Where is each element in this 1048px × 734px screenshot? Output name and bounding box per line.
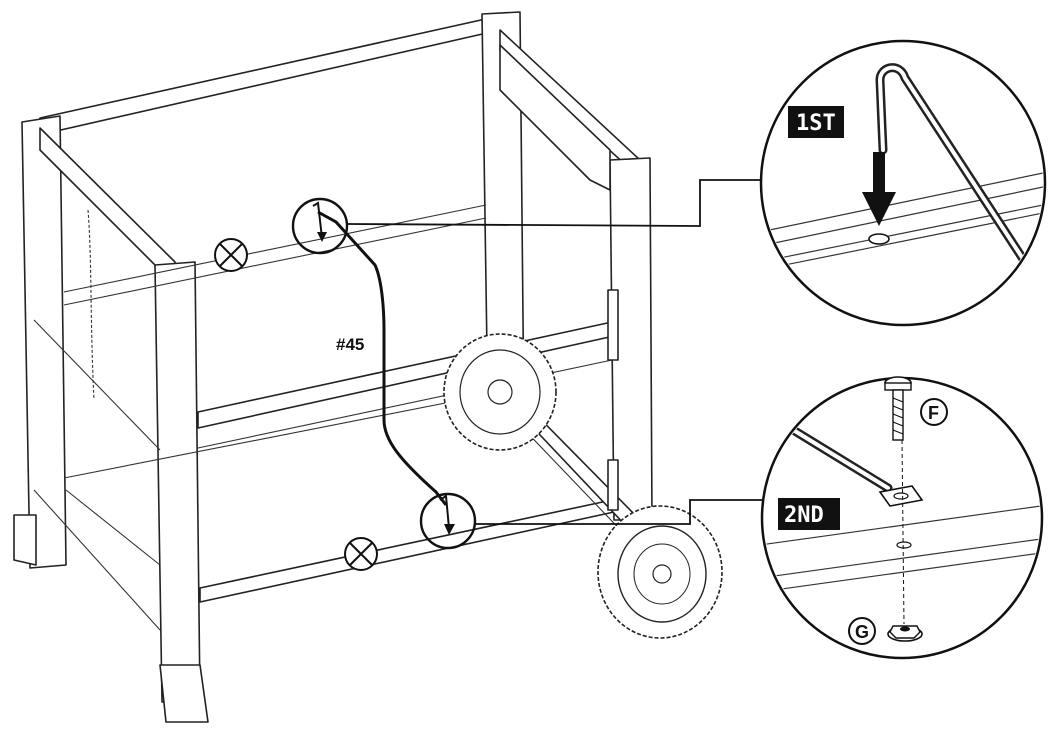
part-label: #45: [336, 335, 364, 354]
x-mark-icon: [214, 238, 248, 272]
detail-view-1st: 1ST: [759, 39, 1047, 327]
leader-line-1st: [346, 179, 762, 227]
hardware-callout-g: G: [848, 617, 876, 645]
step-label-2nd: 2ND: [778, 498, 840, 530]
leader-line-2nd: [475, 499, 762, 525]
x-mark-icon: [344, 537, 378, 571]
callout-circle-top: [291, 197, 349, 255]
down-arrow-icon: [862, 152, 896, 226]
nut-icon: [887, 625, 923, 642]
hardware-callout-f: F: [920, 398, 948, 426]
hardware-letter-g: G: [855, 622, 869, 642]
callout-circle-bottom: [419, 492, 477, 550]
step-label-1st: 1ST: [788, 106, 844, 138]
rod-45: [317, 210, 448, 506]
rear-wheel: [443, 333, 557, 451]
step-label-2nd-text: 2ND: [784, 503, 824, 528]
bolt-icon: [884, 376, 912, 441]
detail-view-2nd: F G 2ND: [760, 376, 1044, 660]
step-label-1st-text: 1ST: [796, 111, 836, 136]
cart-frame: [13, 11, 653, 723]
hardware-letter-f: F: [928, 403, 939, 423]
front-wheel: [597, 505, 723, 639]
